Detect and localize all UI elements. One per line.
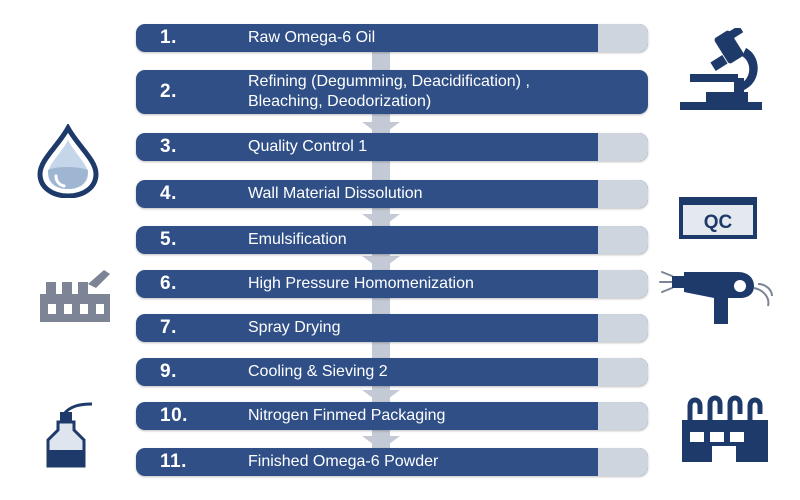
step-number: 7. (160, 317, 177, 338)
flow-arrow-head (362, 390, 400, 404)
step-number: 6. (160, 273, 177, 294)
factory-icon (40, 270, 110, 322)
process-step: 7. Spray Drying (136, 314, 648, 342)
step-label: Spray Drying (248, 319, 341, 336)
bottle-icon (46, 402, 93, 468)
qc-badge-icon: QC (679, 197, 757, 239)
step-number: 9. (160, 361, 177, 382)
step-tab (598, 358, 648, 386)
step-tab (598, 226, 648, 254)
step-tab (598, 24, 648, 52)
step-tab (598, 133, 648, 161)
flow-arrow (372, 48, 390, 76)
step-number: 10. (160, 405, 188, 426)
qc-badge-text: QC (704, 212, 733, 233)
step-number: 4. (160, 183, 177, 204)
process-step: 3. Quality Control 1 (136, 133, 648, 161)
flow-arrow-head (362, 436, 400, 450)
process-step: 9. Cooling & Sieving 2 (136, 358, 648, 386)
process-step: 4. Wall Material Dissolution (136, 180, 648, 208)
step-number: 5. (160, 229, 177, 250)
step-number: 11. (160, 451, 187, 472)
step-tab (598, 314, 648, 342)
process-step: 5. Emulsification (136, 226, 648, 254)
factory-icon (682, 395, 768, 462)
step-label: Finished Omega-6 Powder (248, 453, 439, 470)
step-label: Refining (Degumming, Deacidification) , … (248, 73, 530, 110)
step-number: 3. (160, 136, 177, 157)
flow-arrow-head (362, 256, 400, 270)
step-tab (598, 448, 648, 476)
step-label: Raw Omega-6 Oil (248, 29, 376, 46)
process-step: 10. Nitrogen Finmed Packaging (136, 402, 648, 430)
step-label: Wall Material Dissolution (248, 185, 423, 202)
process-step: 2. Refining (Degumming, Deacidification)… (136, 70, 648, 114)
process-step: 6. High Pressure Homomenization (136, 270, 648, 298)
spray-gun-icon (659, 271, 773, 324)
step-label: Cooling & Sieving 2 (248, 363, 388, 380)
step-label: Emulsification (248, 231, 347, 248)
step-label: Nitrogen Finmed Packaging (248, 407, 446, 424)
process-step: 11. Finished Omega-6 Powder (136, 448, 648, 476)
flow-arrow-head (362, 214, 400, 228)
step-number: 2. (160, 81, 177, 102)
step-number: 1. (160, 27, 177, 48)
oil-drop-icon (37, 124, 99, 198)
step-label: High Pressure Homomenization (248, 275, 474, 292)
flow-arrow-head (362, 122, 400, 136)
step-label: Quality Control 1 (248, 138, 368, 155)
step-tab (598, 270, 648, 298)
microscope-icon (680, 28, 762, 110)
flow-arrow (372, 294, 390, 318)
step-tab (598, 402, 648, 430)
flow-arrow (372, 338, 390, 362)
process-step: 1. Raw Omega-6 Oil (136, 24, 648, 52)
step-tab (598, 180, 648, 208)
